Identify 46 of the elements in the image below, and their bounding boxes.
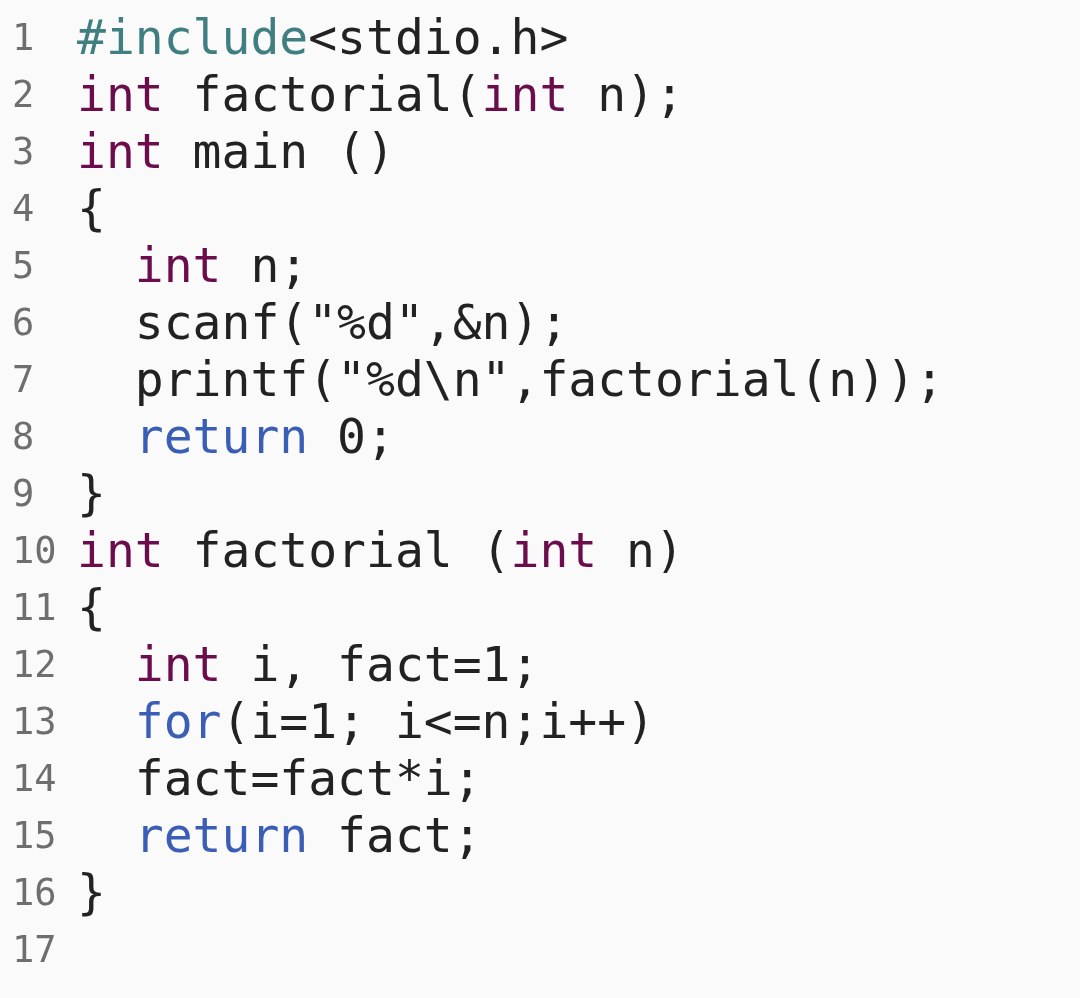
code-text: n) [626,521,684,579]
code-keyword: for [134,693,222,751]
line-number: 10 [12,527,57,574]
line-number: 6 [12,299,35,346]
line-number: 13 [12,699,57,746]
code-text: factorial ( [192,521,511,579]
line-number: 4 [12,185,35,232]
code-text: factorial( [192,65,482,123]
code-keyword: return [134,807,309,865]
code-text: n; [250,236,309,294]
code-keyword: int [510,521,598,579]
code-keyword: return [134,407,309,465]
line-number: 14 [12,756,57,803]
line-number: 5 [12,242,35,289]
line-number: 8 [12,413,35,460]
line-number: 16 [12,870,57,917]
code-text: { [77,179,106,237]
code-text: { [77,579,106,636]
code-text: fact; [337,807,482,865]
code-text: <stdio.h> [308,8,569,66]
code-text: } [77,464,106,522]
code-keyword: #include [77,8,309,66]
line-number: 11 [12,585,57,631]
code-keyword: int [134,636,222,694]
line-number: 9 [12,470,35,517]
line-number: 1 [12,14,35,61]
code-text: 0; [337,407,395,465]
code-keyword: int [77,65,164,123]
code-text: scanf("%d",&n); [134,293,569,351]
code-text: i, fact=1; [250,636,540,694]
code-keyword: int [77,521,164,579]
code-text: printf("%d\n",factorial(n)); [134,350,944,408]
code-keyword: int [134,236,222,294]
code-text: } [77,864,106,922]
line-number: 17 [12,927,57,974]
line-number: 12 [12,642,57,689]
code-keyword: int [481,65,569,123]
code-keyword: int [77,122,164,180]
line-number: 2 [12,71,35,118]
line-number: 7 [12,356,35,403]
code-text: main () [192,122,395,180]
line-number: 3 [12,128,35,175]
code-text: fact=fact*i; [134,750,482,808]
line-number: 15 [12,813,57,860]
code-text: (i=1; i<=n;i++) [221,693,655,751]
code-text: n); [597,65,684,123]
